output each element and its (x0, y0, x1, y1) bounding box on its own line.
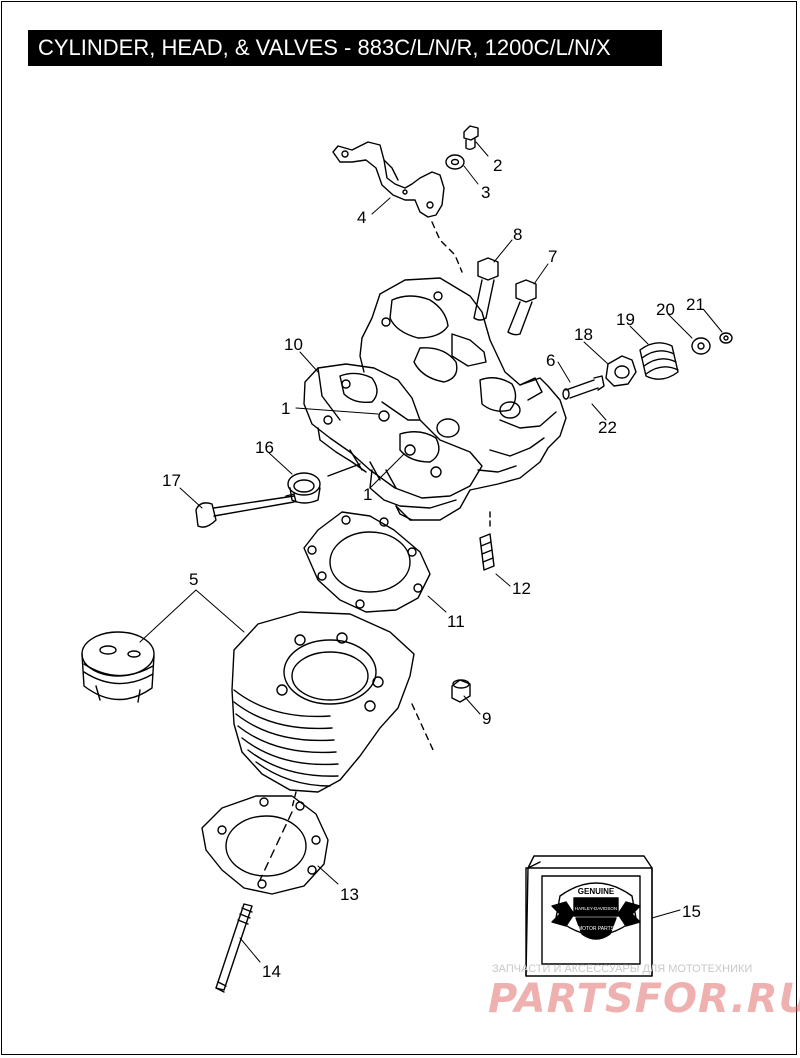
cylinder-stud-part (215, 903, 253, 993)
callout-22: 22 (598, 418, 617, 437)
callout-1-lower: 1 (363, 485, 372, 504)
callout-labels: 2 3 4 8 7 10 1 1 6 18 19 20 21 22 16 17 … (162, 156, 705, 981)
head-gasket-part (303, 511, 431, 613)
callout-2: 2 (493, 156, 502, 175)
watermark-site: PARTSFOR.RU (488, 976, 800, 1022)
genuine-parts-box (525, 855, 653, 977)
washer-part (445, 154, 465, 170)
callout-4: 4 (357, 208, 366, 227)
valve-seal-part (605, 355, 637, 387)
callout-1-upper: 1 (281, 399, 290, 418)
valve-spring-part (639, 342, 679, 380)
logo-lettering: GENUINE HARLEY-DAVIDSON MOTOR PARTS (575, 887, 617, 932)
valve-seal-ring-part (287, 472, 321, 504)
callout-15: 15 (682, 902, 701, 921)
callout-8: 8 (513, 225, 522, 244)
callout-14: 14 (262, 962, 281, 981)
callout-10: 10 (284, 335, 303, 354)
callout-13: 13 (340, 885, 359, 904)
callout-12: 12 (512, 579, 531, 598)
leader-dash (291, 791, 297, 809)
logo-top-text: GENUINE (578, 887, 615, 896)
page-title: CYLINDER, HEAD, & VALVES - 883C/L/N/R, 1… (28, 30, 662, 66)
screw-part (463, 125, 479, 150)
callout-16: 16 (255, 438, 274, 457)
leader-dash (259, 811, 293, 881)
spring-retainer-part (691, 337, 711, 355)
callout-19: 19 (616, 310, 635, 329)
dowel-9-part (451, 679, 471, 703)
callout-18: 18 (574, 325, 593, 344)
cylinder-head-part (303, 277, 567, 521)
callout-21: 21 (686, 295, 705, 314)
head-bolt-short (507, 279, 537, 336)
valve-keeper-part (719, 332, 733, 344)
leader-dash (431, 221, 463, 273)
base-gasket-part (201, 795, 329, 895)
leader-line (327, 463, 361, 477)
callout-5: 5 (189, 570, 198, 589)
callout-9: 9 (482, 709, 491, 728)
valve-part (195, 493, 297, 528)
callout-11: 11 (447, 612, 465, 631)
callout-3: 3 (481, 183, 490, 202)
piston-part (81, 631, 155, 703)
callout-20: 20 (656, 300, 675, 319)
leader-dash (411, 703, 435, 753)
bracket-part (332, 141, 445, 218)
watermark-tagline: ЗАПЧАСТИ И АКСЕССУАРЫ ДЛЯ МОТОТЕХНИКИ (492, 963, 753, 975)
dowel-pin-part (479, 533, 495, 571)
head-bolt-long (473, 257, 499, 321)
callout-6: 6 (546, 351, 555, 370)
valve-guide-part (562, 375, 605, 400)
logo-bottom-text: MOTOR PARTS (578, 926, 615, 932)
callout-leaders (139, 141, 723, 963)
logo-brand-text: HARLEY-DAVIDSON (575, 906, 617, 911)
callout-17: 17 (162, 471, 181, 490)
genuine-logo-emblem (551, 882, 641, 940)
cylinder-part (231, 611, 415, 793)
callout-7: 7 (548, 247, 557, 266)
